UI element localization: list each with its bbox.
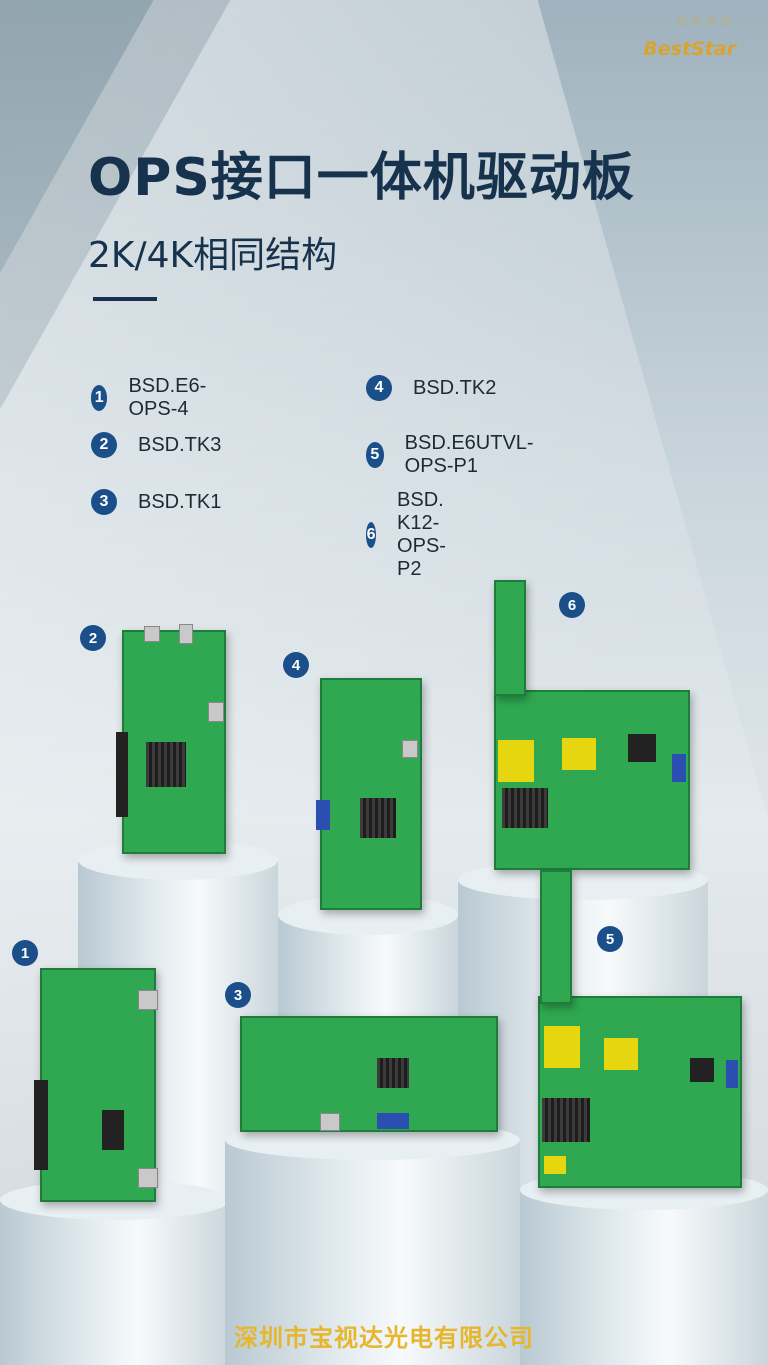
list-item: 1 BSD.E6-OPS-4 xyxy=(91,375,216,421)
model-label: BSD.TK2 xyxy=(413,376,497,399)
list-item: 5 BSD.E6UTVL-OPS-P1 xyxy=(366,432,542,478)
circuit-board-image xyxy=(494,690,690,870)
vga-port xyxy=(672,754,686,782)
page-subtitle: 2K/4K相同结构 xyxy=(88,235,338,276)
heatsink xyxy=(360,798,396,838)
heatsink xyxy=(502,788,548,828)
list-item: 6 BSD. K12-OPS-P2 xyxy=(366,489,462,581)
transformer xyxy=(498,740,534,782)
model-label: BSD.TK3 xyxy=(138,433,222,456)
vga-port xyxy=(726,1060,738,1088)
connector xyxy=(116,732,128,817)
port xyxy=(208,702,224,722)
port xyxy=(138,1168,158,1188)
number-badge: 5 xyxy=(366,442,384,468)
circuit-board-image xyxy=(316,678,422,910)
model-label: BSD.E6-OPS-4 xyxy=(128,375,207,420)
board-badge: 5 xyxy=(597,926,623,952)
page-title: OPS接口一体机驱动板 xyxy=(88,148,635,208)
title-underline xyxy=(93,297,157,301)
circuit-board-image xyxy=(538,996,742,1188)
port xyxy=(402,740,418,758)
star-icon: ☆☆☆☆ xyxy=(675,14,734,30)
number-badge: 2 xyxy=(91,432,117,458)
brand-name: BestStar xyxy=(643,38,736,60)
number-badge: 4 xyxy=(366,375,392,401)
list-item: 4 BSD.TK2 xyxy=(366,375,496,401)
heatsink xyxy=(146,742,186,787)
transformer xyxy=(544,1156,566,1174)
port xyxy=(144,626,160,642)
company-name: 深圳市宝视达光电有限公司 xyxy=(234,1324,534,1352)
board-badge: 2 xyxy=(80,625,106,651)
board-badge: 1 xyxy=(12,940,38,966)
list-item: 2 BSD.TK3 xyxy=(91,432,221,458)
transformer xyxy=(544,1026,580,1068)
model-label: BSD.TK1 xyxy=(138,490,222,513)
port xyxy=(320,1113,340,1131)
number-badge: 1 xyxy=(91,385,108,411)
transformer xyxy=(562,738,596,770)
transformer xyxy=(604,1038,638,1070)
board-badge: 3 xyxy=(225,982,251,1008)
chip xyxy=(628,734,656,762)
pedestal xyxy=(0,1200,230,1365)
number-badge: 3 xyxy=(91,489,117,515)
model-label: BSD.E6UTVL-OPS-P1 xyxy=(404,432,534,477)
port xyxy=(138,990,158,1010)
vga-port xyxy=(377,1113,409,1129)
circuit-board-arm xyxy=(540,870,572,1004)
list-item: 3 BSD.TK1 xyxy=(91,489,221,515)
connector xyxy=(34,1080,48,1170)
pedestal xyxy=(225,1140,520,1365)
circuit-board-arm xyxy=(494,580,526,696)
heatsink xyxy=(377,1058,409,1088)
chip xyxy=(690,1058,714,1082)
pedestal xyxy=(520,1190,768,1365)
board-badge: 4 xyxy=(283,652,309,678)
number-badge: 6 xyxy=(366,522,377,548)
circuit-board-image xyxy=(34,968,158,1202)
port xyxy=(179,624,193,644)
vga-port xyxy=(316,800,330,830)
brand-logo: ☆☆☆☆ BestStar xyxy=(628,14,738,64)
board-badge: 6 xyxy=(559,592,585,618)
model-label: BSD. K12-OPS-P2 xyxy=(397,489,446,580)
circuit-board-image xyxy=(116,624,226,854)
heatsink xyxy=(542,1098,590,1142)
chip xyxy=(102,1110,124,1150)
circuit-board-image xyxy=(240,1016,498,1132)
